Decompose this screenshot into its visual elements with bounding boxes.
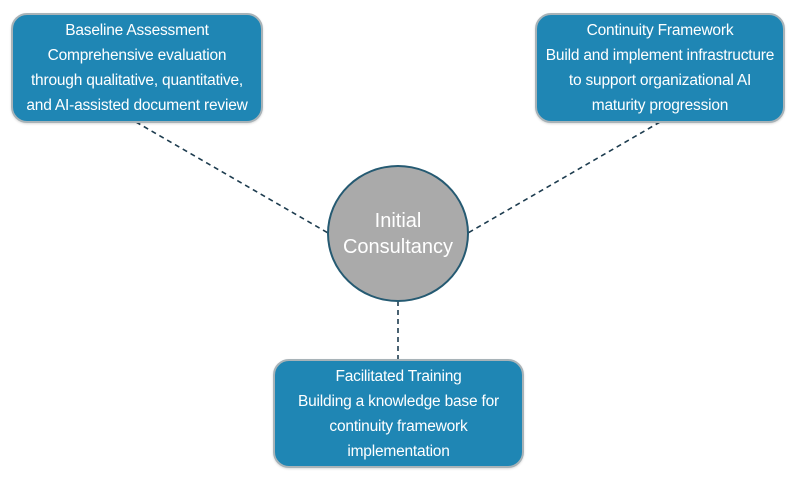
node-description-line: Comprehensive evaluation bbox=[47, 47, 227, 64]
node-continuity-framework: Continuity Framework Build and implement… bbox=[535, 13, 785, 123]
node-title: Baseline Assessment bbox=[65, 22, 209, 39]
node-description-line: through qualitative, quantitative, bbox=[30, 72, 244, 89]
node-description-line: continuity framework bbox=[329, 417, 468, 435]
node-title: Continuity Framework bbox=[586, 22, 734, 39]
hub-initial-consultancy: Initial Consultancy bbox=[327, 165, 469, 302]
connector-hub-to-continuity bbox=[467, 121, 661, 234]
node-description-line: Build and implement infrastructure bbox=[545, 47, 775, 64]
node-description-line: implementation bbox=[347, 442, 450, 460]
node-title: Facilitated Training bbox=[335, 367, 462, 385]
hub-label-line: Consultancy bbox=[342, 235, 454, 258]
connector-hub-to-baseline bbox=[135, 121, 329, 234]
node-description-line: and AI-assisted document review bbox=[26, 97, 248, 114]
node-description-line: to support organizational AI bbox=[568, 72, 752, 89]
node-baseline-assessment: Baseline Assessment Comprehensive evalua… bbox=[11, 13, 263, 123]
hub-label-line: Initial bbox=[374, 209, 422, 232]
node-description-line: maturity progression bbox=[591, 97, 729, 114]
node-description-line: Building a knowledge base for bbox=[297, 392, 499, 410]
node-facilitated-training: Facilitated Training Building a knowledg… bbox=[273, 359, 524, 468]
